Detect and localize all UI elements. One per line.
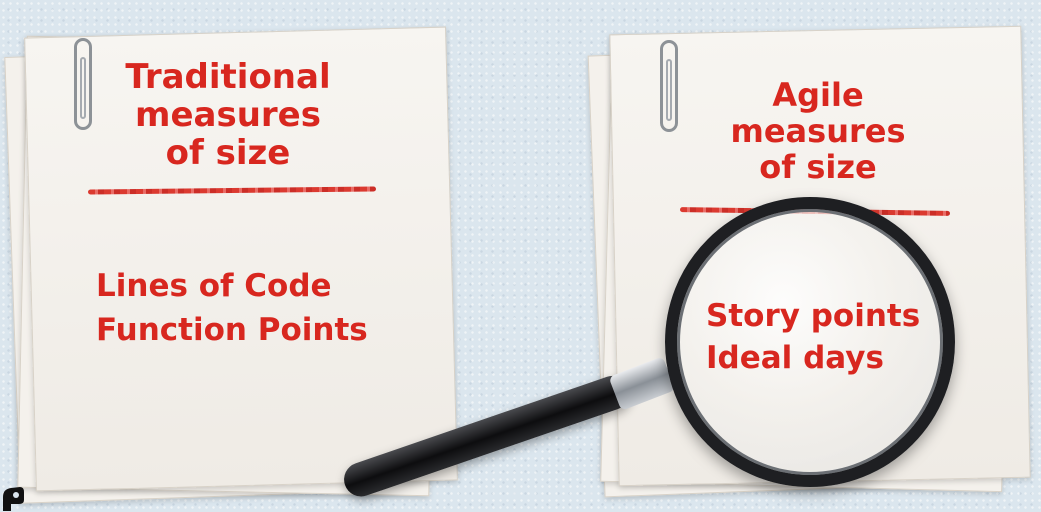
right-title-line-3: of size (759, 147, 877, 186)
left-item-2: Function Points (96, 312, 368, 348)
right-title: Agile measures of size (708, 76, 928, 186)
left-title-line-2: measures (135, 95, 321, 136)
right-title-line-2: measures (730, 111, 906, 150)
left-title-line-3: of size (165, 133, 291, 174)
paperclip-inner (666, 59, 672, 121)
left-title: Traditional measures of size (108, 58, 348, 172)
paperclip-icon (660, 40, 678, 132)
right-item-1: Story points (706, 298, 921, 334)
right-title-line-1: Agile (772, 76, 864, 114)
paperclip-inner (80, 57, 86, 119)
right-item-2: Ideal days (706, 340, 884, 376)
left-item-1: Lines of Code (96, 268, 332, 304)
left-title-line-1: Traditional (125, 57, 331, 97)
left-note-stack: Traditional measures of size Lines of Co… (0, 0, 480, 512)
right-note-stack: Agile measures of size (587, 0, 1041, 512)
paperclip-icon (74, 38, 92, 130)
corner-mark-icon (3, 487, 24, 511)
